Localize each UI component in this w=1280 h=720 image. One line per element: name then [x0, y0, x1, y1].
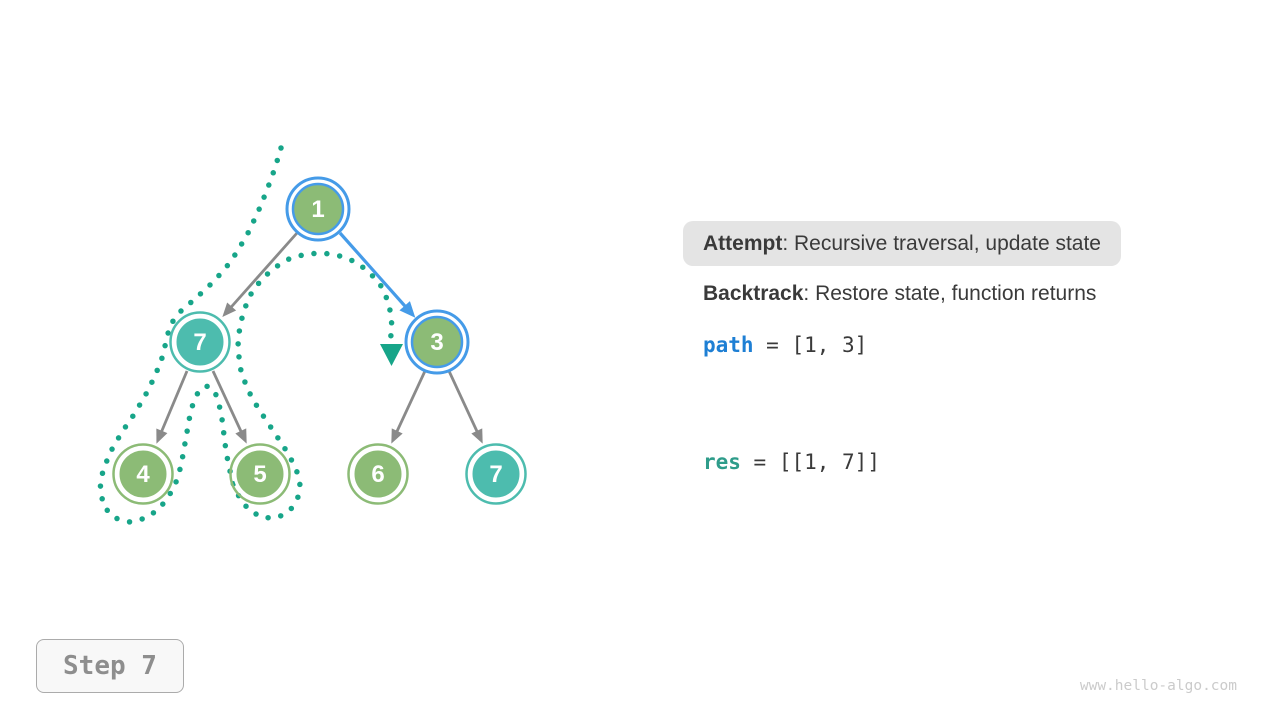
path-variable-value: = [1, 3] — [766, 333, 868, 357]
attempt-label: Attempt — [703, 232, 783, 255]
attempt-text: : Recursive traversal, update state — [782, 232, 1101, 255]
res-variable-name: res — [703, 450, 741, 474]
tree-node-6: 6 — [347, 443, 409, 505]
attempt-legend-row: Attempt: Recursive traversal, update sta… — [683, 221, 1121, 266]
watermark-text: www.hello-algo.com — [1079, 678, 1237, 694]
tree-node-4: 4 — [112, 443, 174, 505]
tree-node-7-right: 7 — [465, 443, 527, 505]
trace-arrowhead-icon — [380, 344, 403, 366]
backtrack-label: Backtrack — [703, 282, 804, 305]
path-variable-name: path — [703, 333, 754, 357]
edge-7-4 — [156, 370, 189, 444]
tree-node-3: 3 — [404, 309, 470, 375]
res-variable-row: res = [[1, 7]] — [703, 449, 880, 475]
step-counter-badge: Step 7 — [36, 639, 184, 693]
backtrack-text: : Restore state, function returns — [803, 282, 1097, 305]
path-variable-row: path = [1, 3] — [703, 332, 867, 358]
tree-node-7-left: 7 — [169, 311, 231, 373]
svg-text:3: 3 — [430, 329, 443, 356]
svg-text:4: 4 — [136, 461, 150, 488]
svg-text:7: 7 — [489, 461, 502, 488]
res-variable-value: = [[1, 7]] — [753, 450, 880, 474]
svg-text:1: 1 — [311, 196, 324, 223]
tree-node-5: 5 — [229, 443, 291, 505]
edge-1-7 — [222, 232, 299, 317]
svg-text:5: 5 — [253, 461, 266, 488]
edge-3-7 — [447, 370, 483, 444]
edge-3-6 — [391, 370, 427, 444]
traversal-trace-dotted-path — [97, 145, 395, 525]
tree-node-1: 1 — [285, 176, 351, 242]
svg-text:7: 7 — [193, 329, 206, 356]
edge-7-5 — [211, 370, 247, 444]
svg-text:6: 6 — [371, 461, 384, 488]
backtrack-legend-row: Backtrack: Restore state, function retur… — [703, 281, 1096, 307]
edge-1-3-active — [338, 231, 416, 318]
step-label: Step 7 — [63, 651, 157, 681]
